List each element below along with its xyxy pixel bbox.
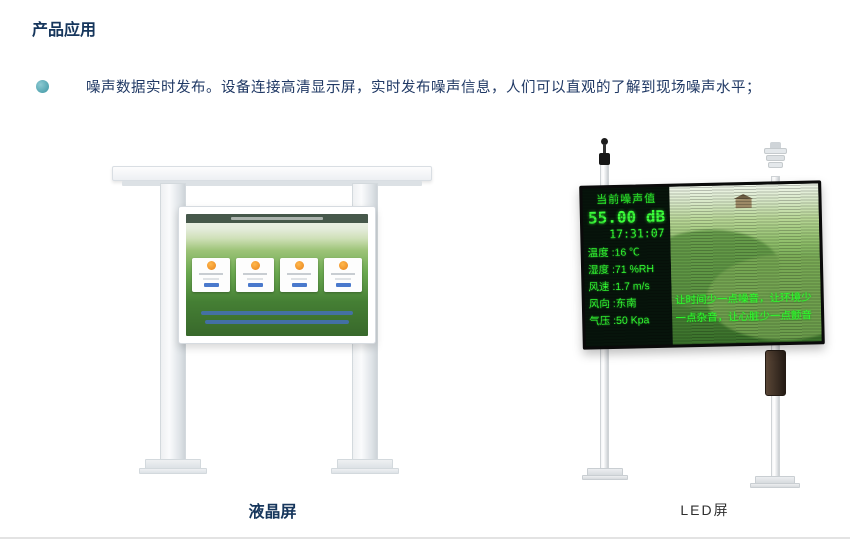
noise-value-label: 当前噪声值 xyxy=(596,193,657,207)
lcd-kiosk-figure xyxy=(105,160,440,482)
wind-speed-reading: 风速 :1.7 m/s xyxy=(588,280,650,294)
info-card xyxy=(236,258,274,292)
sun-icon xyxy=(250,261,260,270)
page-title: 产品应用 xyxy=(32,22,97,39)
info-card xyxy=(280,258,318,292)
time-readout: 17:31:07 xyxy=(609,225,665,242)
page-bottom-divider xyxy=(0,537,850,539)
pole-baseplate-right xyxy=(750,483,800,488)
kiosk-canopy-shadow xyxy=(122,181,422,186)
microphone-rod xyxy=(603,144,606,154)
weather-sensor-plate xyxy=(766,155,785,161)
kiosk-canopy xyxy=(112,166,432,181)
led-readings-panel: 当前噪声值 55.00 dB 17:31:07 温度 :16 ℃ 湿度 :71 … xyxy=(582,186,674,347)
weather-sensor-plate xyxy=(764,148,787,154)
microphone-sensor-icon xyxy=(601,138,608,145)
slogan-line-2: 一点杂音，让心脏少一点颤音 xyxy=(675,309,813,325)
kiosk-baseplate-right xyxy=(331,468,399,474)
equipment-box xyxy=(765,350,786,396)
bullet-icon xyxy=(36,80,49,93)
forecast-text-line xyxy=(201,311,353,315)
pole-baseplate-left xyxy=(582,475,628,480)
slogan-line-1: 让时间少一点噪音，让环境少 xyxy=(674,291,812,307)
screen-title-bar xyxy=(186,214,368,223)
pressure-reading: 气压 :50 Kpa xyxy=(589,314,650,328)
noise-value: 55.00 dB xyxy=(587,206,666,228)
wind-direction-reading: 风向 :东南 xyxy=(588,297,637,311)
sun-icon xyxy=(338,261,348,270)
temperature-reading: 温度 :16 ℃ xyxy=(587,246,640,260)
lcd-caption: 液晶屏 xyxy=(248,504,297,521)
weather-sensor-icon xyxy=(770,142,781,148)
sun-icon xyxy=(294,261,304,270)
info-card xyxy=(324,258,362,292)
bullet-text: 噪声数据实时发布。设备连接高清显示屏，实时发布噪声信息，人们可以直观的了解到现场… xyxy=(86,80,761,96)
sun-icon xyxy=(206,261,216,270)
led-screen: 当前噪声值 55.00 dB 17:31:07 温度 :16 ℃ 湿度 :71 … xyxy=(579,180,825,350)
led-caption: LED屏 xyxy=(680,502,730,518)
pavilion-shape xyxy=(735,198,752,209)
screen-title-text-placeholder xyxy=(231,217,323,220)
sensor-readings: 温度 :16 ℃ 湿度 :71 %RH 风速 :1.7 m/s 风向 :东南 气… xyxy=(584,244,673,331)
noise-sensor-body xyxy=(599,153,610,165)
kiosk-baseplate-left xyxy=(139,468,207,474)
landscape-image xyxy=(186,214,368,336)
lcd-screen xyxy=(178,206,376,344)
forecast-text-line xyxy=(205,320,349,324)
info-cards xyxy=(192,258,362,292)
weather-sensor-plate xyxy=(768,162,783,168)
led-display-figure: 当前噪声值 55.00 dB 17:31:07 温度 :16 ℃ 湿度 :71 … xyxy=(565,138,845,490)
info-card xyxy=(192,258,230,292)
scenic-photo: 让时间少一点噪音，让环境少 一点杂音，让心脏少一点颤音 xyxy=(669,183,822,345)
humidity-reading: 湿度 :71 %RH xyxy=(587,263,655,277)
